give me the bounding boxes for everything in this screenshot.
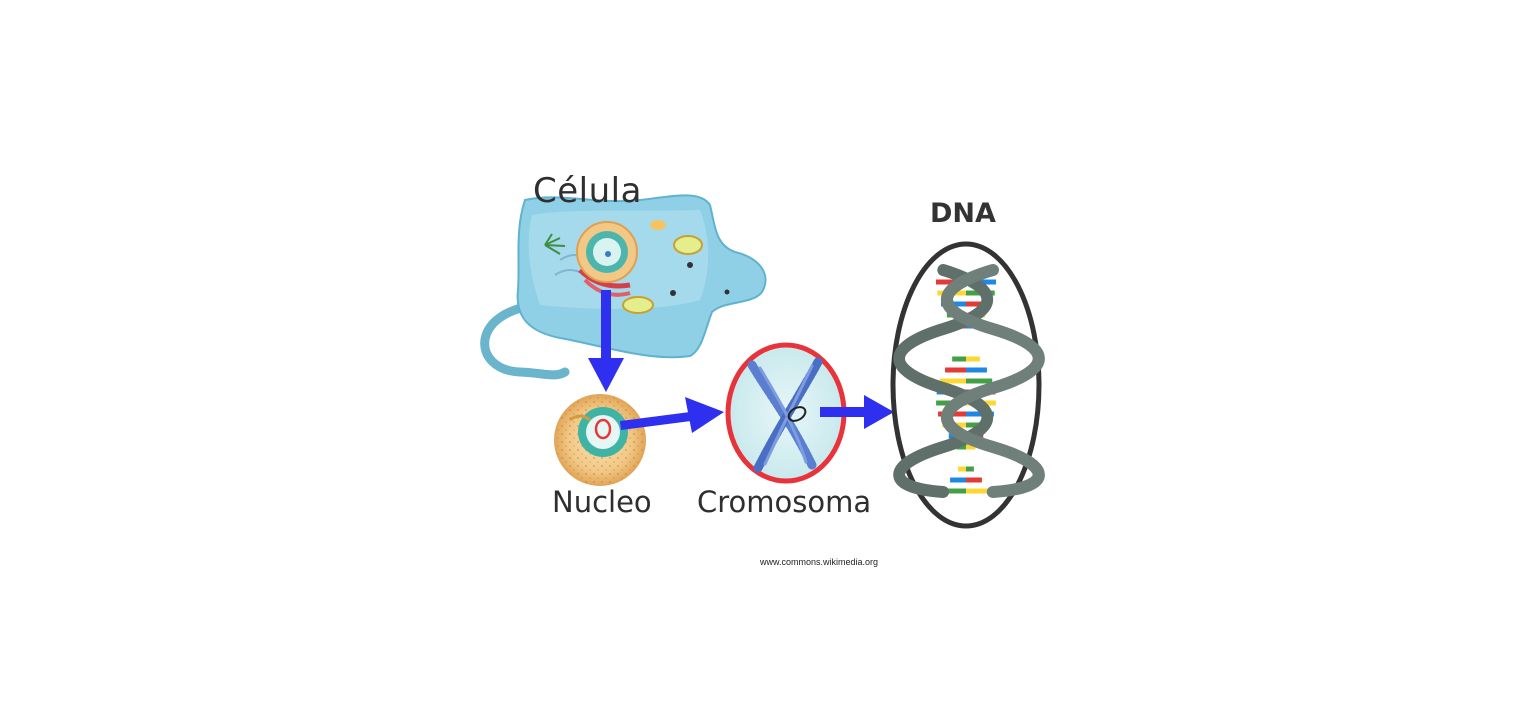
arrow-nucleus-to-chromosome: [620, 397, 724, 433]
dna-backbone-a: [893, 264, 993, 498]
arrow-cell-to-nucleus: [588, 290, 624, 392]
arrow-chromosome-to-dna: [820, 395, 894, 429]
label-nucleus: Nucleo: [552, 485, 652, 519]
label-chromosome: Cromosoma: [697, 485, 872, 519]
nucleus-illustration: [554, 394, 646, 486]
dna-backbone-b: [941, 264, 1045, 498]
cell-illustration: [480, 194, 767, 380]
source-credit: www.commons.wikimedia.org: [760, 557, 879, 567]
cell-organelle-green: [544, 233, 566, 255]
cell-flagellum: [480, 300, 570, 380]
label-dna: DNA: [930, 198, 996, 229]
label-cell: Célula: [533, 171, 642, 211]
chromosome-illustration: [725, 342, 847, 484]
dna-helix-illustration: [890, 241, 1045, 529]
